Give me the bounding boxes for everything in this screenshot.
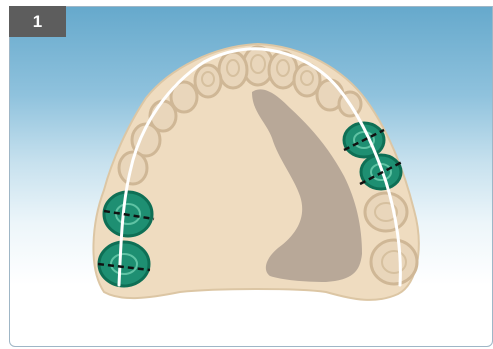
highlighted-tooth-left-lower: [99, 242, 149, 286]
tooth: [219, 52, 247, 88]
tooth: [195, 65, 221, 97]
tooth: [371, 240, 417, 284]
tooth: [365, 193, 407, 231]
